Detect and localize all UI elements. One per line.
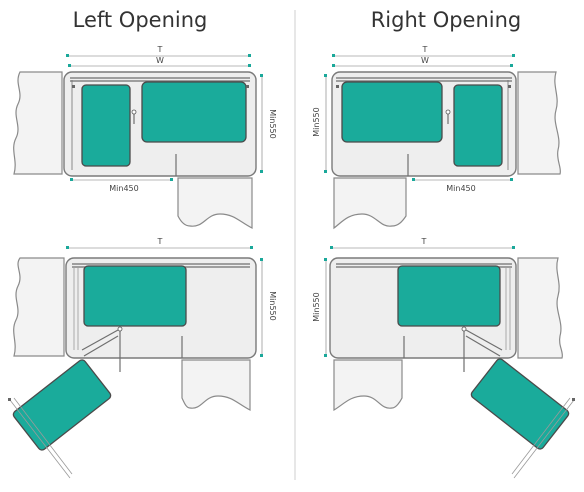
dim-tick — [332, 54, 335, 57]
dim-label-w: W — [421, 56, 429, 65]
dim-tick — [70, 178, 73, 181]
shelf-rear — [397, 265, 501, 327]
dim-tick — [510, 64, 513, 67]
shelf-rear — [341, 81, 443, 143]
dim-label-min550: Min550 — [268, 291, 277, 320]
left-opening-open: T Min550 — [8, 237, 277, 479]
dim-label-w: W — [156, 56, 164, 65]
dim-label-t: T — [422, 45, 428, 54]
dim-label-min550: Min550 — [268, 109, 277, 138]
adjacent-cabinet — [13, 71, 63, 175]
dim-label-t: T — [157, 237, 163, 246]
dim-tick — [260, 74, 263, 77]
shelf-rear — [141, 81, 247, 143]
dim-tick — [330, 246, 333, 249]
dim-tick — [250, 246, 253, 249]
shelf-front — [470, 358, 570, 450]
shelf-rear — [83, 265, 187, 327]
dim-label-min450: Min450 — [446, 184, 475, 193]
dim-tick — [324, 74, 327, 77]
dim-tick — [260, 170, 263, 173]
shelf-front-swung-out — [12, 359, 112, 451]
dim-tick — [260, 354, 263, 357]
shelf-front-swung-out — [470, 358, 570, 450]
dim-tick — [248, 54, 251, 57]
adjacent-cabinet — [181, 359, 251, 411]
adjacent-cabinet — [517, 257, 564, 359]
dim-label-min550: Min550 — [312, 107, 321, 136]
dim-tick — [68, 64, 71, 67]
dim-tick — [412, 178, 415, 181]
dim-label-min450: Min450 — [109, 184, 138, 193]
dim-label-t: T — [157, 45, 163, 54]
right-opening-closed: T W Min550 Min450 — [312, 45, 562, 230]
dim-tick — [170, 178, 173, 181]
adjacent-cabinet — [13, 257, 65, 357]
shelf-front — [453, 84, 503, 167]
right-opening-open: T Min550 — [312, 237, 575, 479]
dim-label-min550: Min550 — [312, 292, 321, 321]
dim-tick — [324, 258, 327, 261]
dim-tick — [66, 54, 69, 57]
dim-tick — [260, 258, 263, 261]
shelf-front — [81, 84, 131, 167]
left-opening-closed: T W Min550 Min450 — [13, 45, 277, 229]
dim-tick — [66, 246, 69, 249]
right-opening-heading: Right Opening — [371, 8, 522, 32]
dim-tick — [332, 64, 335, 67]
adjacent-cabinet — [517, 71, 562, 175]
shelf-front — [12, 359, 112, 451]
adjacent-cabinet — [177, 177, 253, 229]
dim-tick — [512, 54, 515, 57]
adjacent-cabinet — [333, 359, 403, 412]
dim-tick — [512, 246, 515, 249]
dim-tick — [248, 64, 251, 67]
adjacent-cabinet — [333, 177, 407, 230]
dim-tick — [324, 354, 327, 357]
dim-tick — [324, 170, 327, 173]
left-opening-heading: Left Opening — [73, 8, 208, 32]
dim-tick — [510, 178, 513, 181]
dim-label-t: T — [421, 237, 427, 246]
